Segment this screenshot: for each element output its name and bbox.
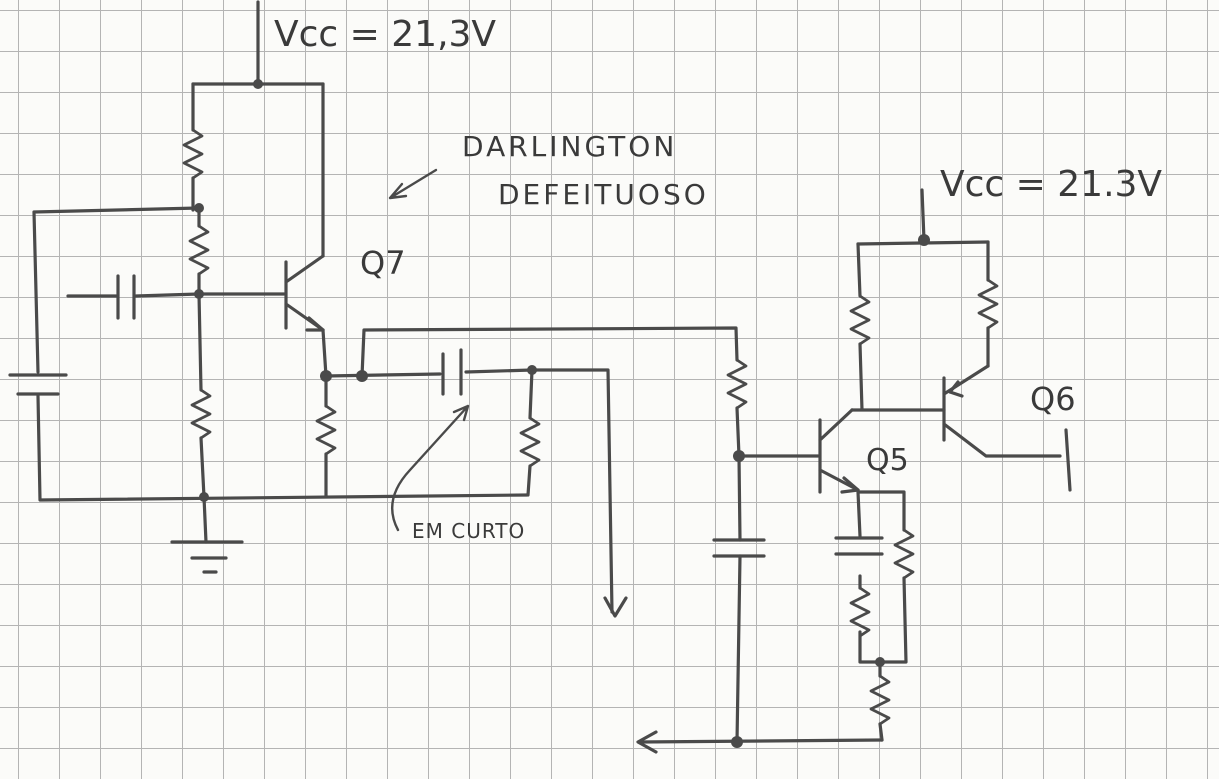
junction-vcc-left [253,79,263,89]
bias-wire-down [735,454,742,744]
resistor-r4 [315,404,337,456]
resistor-r8 [849,586,871,638]
return-arrow [636,730,658,754]
darlington-label: DARLINGTON [462,130,677,163]
q6-left-wire [856,242,862,298]
resistor-r11 [977,278,999,330]
ground-symbol [170,540,244,574]
q5-emitter-box [856,490,908,664]
input-capacitor [116,274,136,320]
load-res-wire-2 [526,464,532,497]
q6-label: Q6 [1030,380,1076,418]
battery-loop-wire [32,206,529,502]
resistor-r9 [869,674,891,726]
resistor-r1 [182,128,204,180]
darlington-pointer [388,168,438,200]
shorted-capacitor [441,348,463,396]
input-wire [66,292,201,298]
resistor-r5 [519,416,541,468]
capacitor-c3 [834,536,884,556]
divider-wire-4 [197,292,203,392]
output-arrow [603,596,628,618]
junction-return [731,736,743,748]
resistor-r10 [849,294,871,346]
q6-left-wire-2 [850,342,946,412]
q7-transistor [284,254,325,332]
feedback-wire [360,326,739,378]
q6-output-terminal [1064,428,1072,492]
resistor-r6 [726,358,748,410]
resistor-r3 [190,388,212,440]
resistor-r7 [893,528,915,580]
load-res-wire [528,368,534,420]
bias-wire [735,406,741,458]
vcc-label-left: Vcc = 21,3V [274,14,496,55]
q6-emitter-arrow [948,380,964,398]
return-wire [638,738,884,744]
q7-emitter-arrow [305,316,325,332]
resistor-r2 [188,224,210,276]
junction-vcc-right [918,234,930,246]
short-label: EM CURTO [412,519,525,543]
q7-label: Q7 [360,244,406,282]
q5-transistor [818,408,860,494]
right-stage [636,188,1072,754]
q5-label: Q5 [866,443,909,478]
left-stage [8,0,739,618]
ground-wire [202,495,208,544]
capacitor-c2 [712,538,766,558]
vcc-label-right: Vcc = 21.3V [940,164,1162,205]
q5-emitter-arrow [840,476,860,494]
defective-label: DEFEITUOSO [498,178,709,211]
battery-symbol [8,373,68,396]
q7-emitter-wire [321,328,328,378]
labels: Vcc = 21,3V DARLINGTON DEFEITUOSO Q7 EM … [274,14,1162,543]
emitter-wire-right [324,368,614,614]
q5-res-wire-2 [878,722,884,742]
divider-wire-5 [199,436,206,499]
short-pointer [391,404,470,532]
